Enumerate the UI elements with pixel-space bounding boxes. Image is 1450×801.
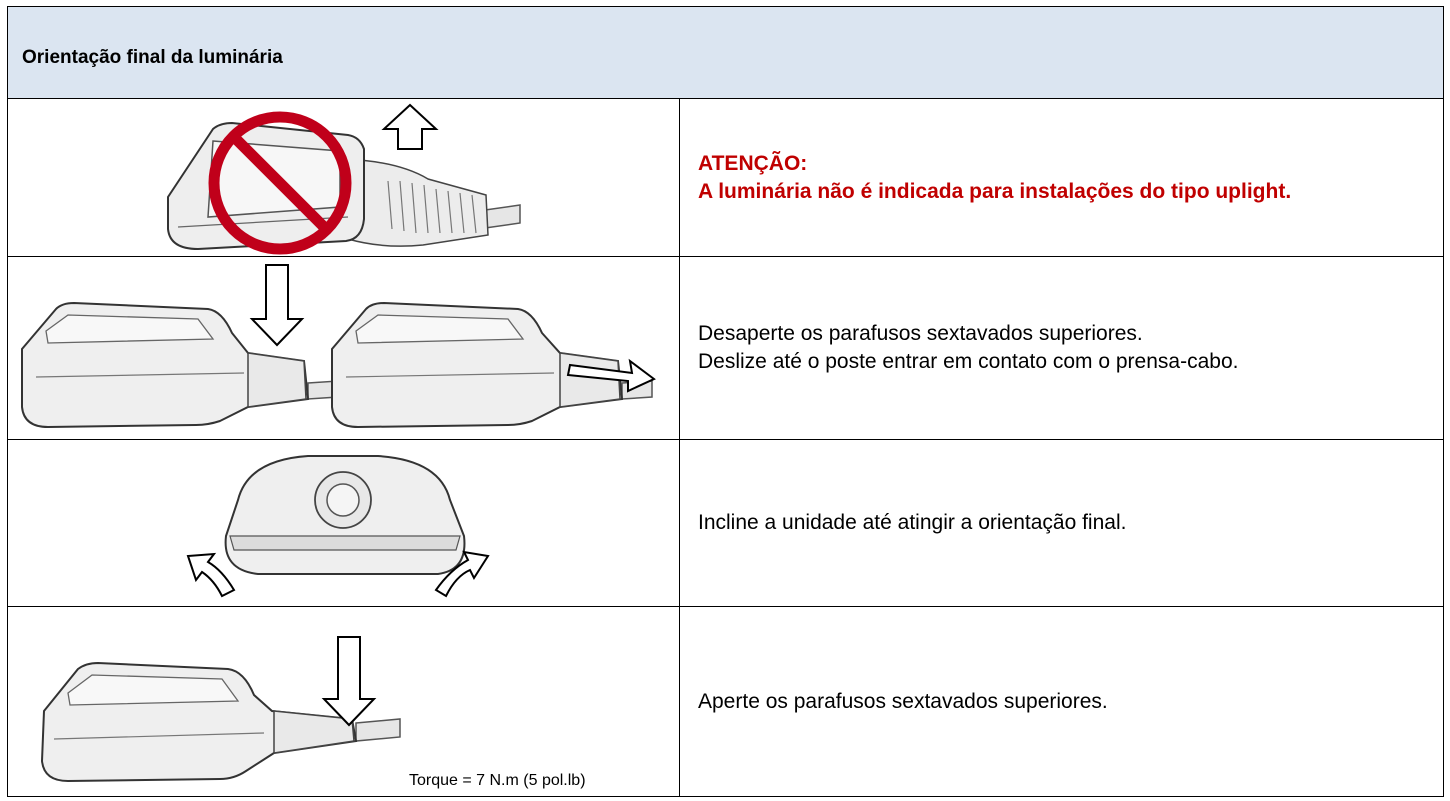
instruction-text-cell: Incline a unidade até atingir a orientaç… (698, 440, 1429, 606)
instruction-line: Desaperte os parafusos sextavados superi… (698, 322, 1143, 346)
instruction-table: Orientação final da luminária (7, 6, 1444, 797)
luminaire-tighten-illustration (40, 636, 401, 783)
table-row: Torque = 7 N.m (5 pol.lb) Aperte os para… (8, 607, 1443, 796)
image-cell: Torque = 7 N.m (5 pol.lb) (8, 607, 680, 796)
instruction-line: Incline a unidade até atingir a orientaç… (698, 511, 1127, 535)
image-cell (8, 99, 680, 256)
page-title: Orientação final da luminária (22, 47, 283, 68)
table-row: Incline a unidade até atingir a orientaç… (8, 440, 1443, 607)
instruction-text-cell: Desaperte os parafusos sextavados superi… (698, 257, 1429, 439)
image-cell (8, 440, 680, 606)
image-cell (8, 257, 680, 439)
table-row: ATENÇÃO: A luminária não é indicada para… (8, 99, 1443, 257)
torque-label: Torque = 7 N.m (5 pol.lb) (409, 772, 586, 789)
luminaire-uplight-illustration (167, 103, 521, 255)
luminaire-tilt-illustration (186, 455, 490, 598)
warning-title: ATENÇÃO: (698, 151, 808, 175)
luminaire-slide-illustration (21, 264, 656, 429)
prohibition-icon (208, 111, 352, 255)
arrow-up-icon (381, 103, 439, 150)
table-header: Orientação final da luminária (8, 7, 1443, 99)
rotate-left-icon (186, 552, 236, 598)
instruction-line: Deslize até o poste entrar em contato co… (698, 350, 1239, 373)
warning-text: A luminária não é indicada para instalaç… (698, 179, 1292, 203)
instruction-line: Aperte os parafusos sextavados superiore… (698, 689, 1108, 713)
arrow-down-icon (321, 636, 377, 727)
table-row: Desaperte os parafusos sextavados superi… (8, 257, 1443, 440)
arrow-down-icon (249, 264, 305, 347)
rotate-right-icon (434, 550, 490, 598)
instruction-text-cell: ATENÇÃO: A luminária não é indicada para… (698, 99, 1429, 256)
arrow-right-icon (566, 358, 656, 393)
instruction-text-cell: Aperte os parafusos sextavados superiore… (698, 607, 1429, 796)
